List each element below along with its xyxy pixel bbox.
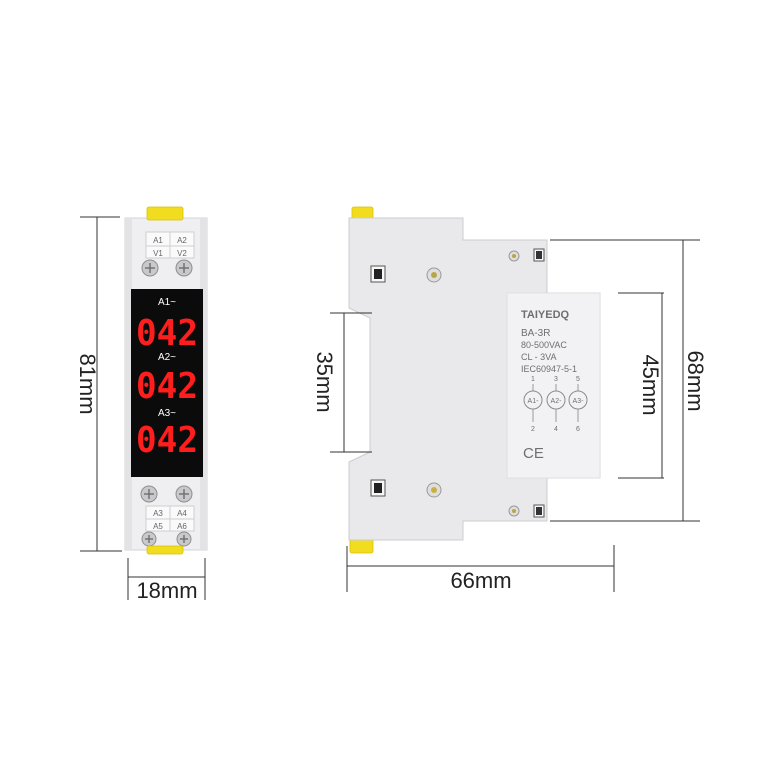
display-label-2: A2~ — [158, 352, 176, 363]
display-panel — [131, 289, 203, 477]
channel-label: A1- — [528, 398, 540, 405]
voltage-rating: 80-500VAC — [521, 340, 567, 350]
front-body-right-rail — [200, 218, 207, 550]
display-reading-2: 042 — [136, 366, 198, 407]
latch-slot-icon — [533, 504, 545, 518]
terminal-label-a3: A3 — [153, 509, 163, 518]
terminal-number: 5 — [576, 376, 580, 383]
terminal-label-v1: V1 — [153, 249, 163, 258]
terminal-label-a2: A2 — [177, 236, 187, 245]
latch-slot-icon — [370, 265, 386, 283]
dimension-front-width: 18mm — [127, 558, 206, 603]
screw-hole-icon — [508, 250, 520, 262]
channel-label: A3- — [573, 398, 585, 405]
wiring-schematic: 1 3 5 A1- A2- A3- 2 4 6 — [523, 376, 588, 433]
terminal-label-v2: V2 — [177, 249, 187, 258]
screw-icon — [175, 485, 193, 503]
screw-icon — [141, 259, 159, 277]
display-reading-3: 042 — [136, 420, 198, 461]
front-view: A1 A2 V1 V2 A1~ 042 A2~ 042 A3~ 042 — [124, 206, 208, 555]
top-din-clip — [146, 206, 184, 221]
dimension-face-height: 45mm — [618, 292, 664, 479]
screw-hole-icon — [508, 505, 520, 517]
dimension-label-68mm: 68mm — [683, 350, 708, 411]
standard-rating: IEC60947-5-1 — [521, 364, 577, 374]
power-rating: CL - 3VA — [521, 352, 557, 362]
screw-icon — [175, 259, 193, 277]
bottom-din-clip — [146, 545, 184, 555]
terminal-label-a1: A1 — [153, 236, 163, 245]
terminal-number: 4 — [554, 426, 558, 433]
terminal-label-a5: A5 — [153, 522, 163, 531]
screw-icon — [140, 485, 158, 503]
channel-label: A2- — [551, 398, 563, 405]
screw-hole-icon — [426, 482, 442, 498]
display-label-3: A3~ — [158, 408, 176, 419]
terminal-number: 6 — [576, 426, 580, 433]
dimension-label-35mm: 35mm — [312, 351, 337, 412]
dimension-label-45mm: 45mm — [638, 354, 663, 415]
dimension-label-66mm: 66mm — [450, 568, 511, 593]
dimension-label-18mm: 18mm — [136, 578, 197, 603]
brand-name: TAIYEDQ — [521, 309, 570, 321]
terminal-number: 1 — [531, 376, 535, 383]
dimension-body-height: 68mm — [550, 239, 708, 522]
terminal-label-a6: A6 — [177, 522, 187, 531]
dimension-din-rail: 35mm — [312, 312, 372, 453]
terminal-number: 3 — [554, 376, 558, 383]
front-body-left-rail — [125, 218, 132, 550]
dimension-front-height: 81mm — [75, 216, 122, 552]
side-label-panel — [506, 292, 601, 479]
model-number: BA-3R — [521, 328, 550, 339]
screw-icon — [141, 531, 157, 547]
screw-hole-icon — [426, 267, 442, 283]
ce-mark: CE — [523, 445, 544, 462]
latch-slot-icon — [533, 248, 545, 262]
display-label-1: A1~ — [158, 297, 176, 308]
screw-icon — [176, 531, 192, 547]
terminal-label-a4: A4 — [177, 509, 187, 518]
display-reading-1: 042 — [136, 313, 198, 354]
side-view: TAIYEDQ BA-3R 80-500VAC CL - 3VA IEC6094… — [348, 206, 601, 554]
dimension-label-81mm: 81mm — [75, 353, 100, 414]
dimension-depth: 66mm — [346, 545, 615, 593]
terminal-number: 2 — [531, 426, 535, 433]
latch-slot-icon — [370, 479, 386, 497]
